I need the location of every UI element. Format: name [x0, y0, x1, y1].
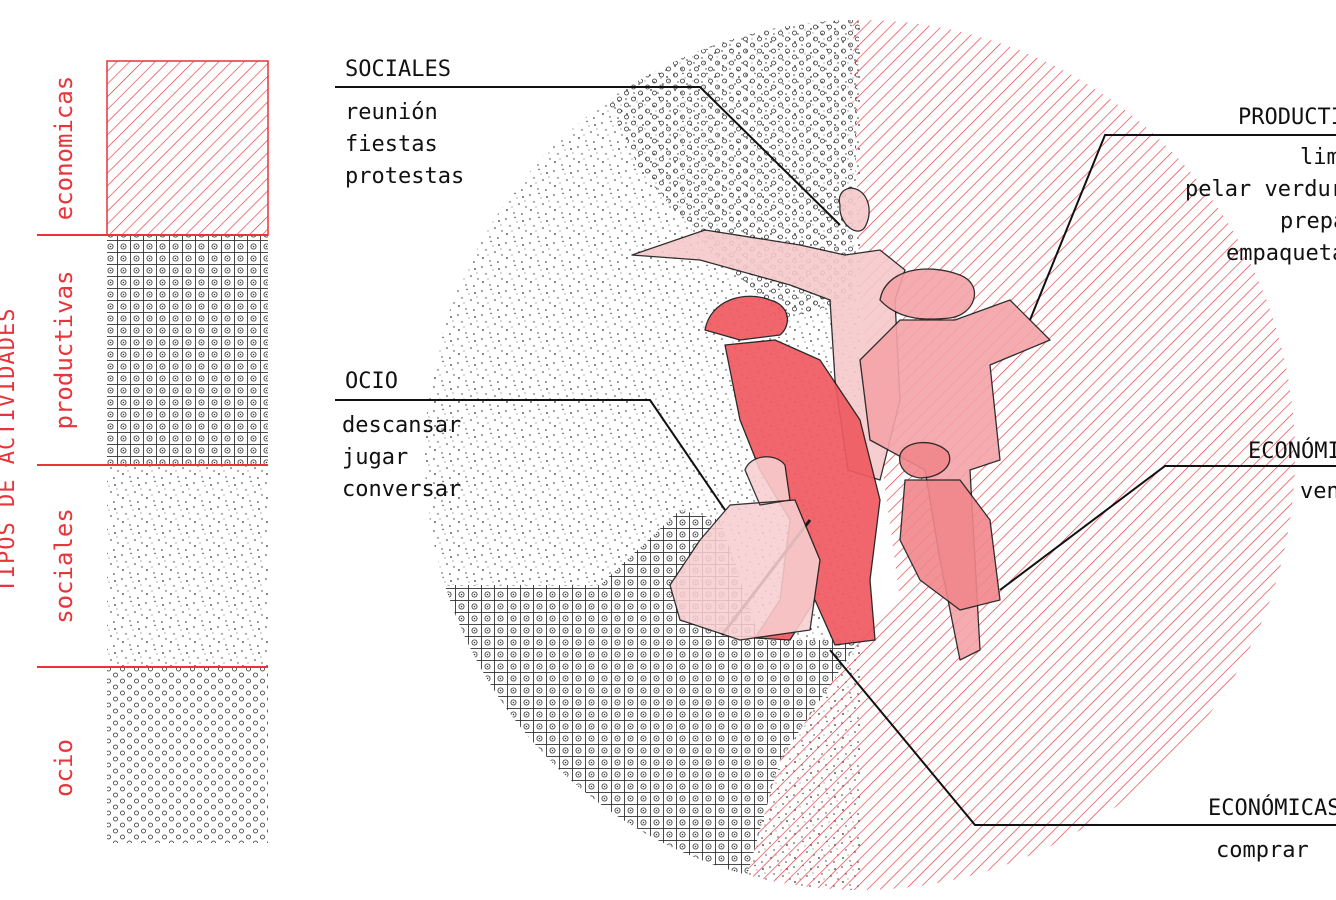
legend-label-economicas: economicas: [50, 76, 78, 221]
callout-item: fiestas: [345, 132, 438, 157]
callout-item: conversar: [342, 477, 461, 502]
legend-swatch-productivas: [107, 236, 268, 464]
callout-item: jugar: [342, 445, 408, 470]
callout-title: PRODUCTIVAS: [1238, 105, 1336, 130]
legend: TIPOS DE ACTIVIDADES economicas producti…: [0, 61, 268, 843]
legend-swatch-economicas: [107, 61, 268, 235]
callout-title: ECONÓMICAS: [1248, 438, 1336, 464]
callout-title: ECONÓMICAS: [1208, 795, 1336, 821]
callout-sociales: SOCIALES reunión fiestas protestas: [345, 57, 464, 189]
callout-item: reunión: [345, 100, 438, 125]
callout-item: vender: [1300, 479, 1336, 504]
callout-item: descansar: [342, 413, 461, 438]
legend-label-productivas: productivas: [50, 271, 78, 430]
legend-swatch-sociales: [107, 466, 268, 666]
legend-label-sociales: sociales: [50, 508, 78, 624]
legend-swatch-ocio: [107, 668, 268, 843]
callout-item: limpiar: [1300, 145, 1336, 170]
callout-economicas-comprar: ECONÓMICAS comprar: [1208, 795, 1336, 863]
legend-title: TIPOS DE ACTIVIDADES: [0, 308, 20, 593]
callout-item: empaquetar: [1226, 241, 1336, 266]
callout-item: preparar: [1280, 209, 1336, 234]
callout-title: SOCIALES: [345, 57, 451, 82]
legend-label-ocio: ocio: [50, 739, 78, 797]
callout-item: pelar verduras: [1185, 177, 1336, 202]
callout-item: comprar: [1216, 838, 1309, 863]
callout-item: protestas: [345, 164, 464, 189]
callout-title: OCIO: [345, 369, 398, 394]
